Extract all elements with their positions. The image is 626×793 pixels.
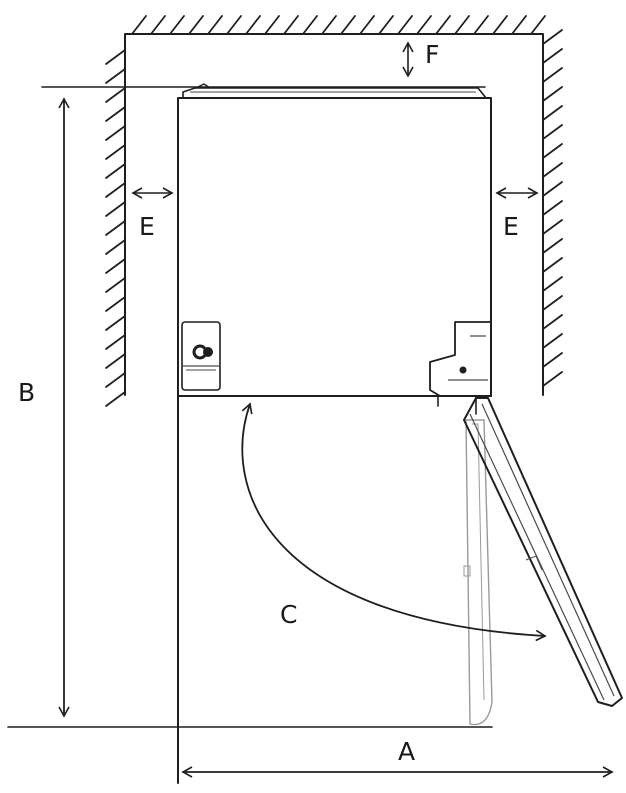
hatch-line bbox=[416, 15, 432, 35]
hatch-line bbox=[542, 238, 563, 254]
hatch-line bbox=[105, 220, 126, 236]
hatch-line bbox=[321, 15, 337, 35]
hatch-line bbox=[340, 15, 356, 35]
hatch-line bbox=[542, 124, 563, 140]
hatch-line bbox=[105, 49, 126, 65]
hatch-line bbox=[105, 201, 126, 217]
hatch-line bbox=[105, 296, 126, 312]
hatch-line bbox=[264, 15, 280, 35]
hatch-line bbox=[473, 15, 489, 35]
hatch-line bbox=[542, 162, 563, 178]
hatch-line bbox=[105, 334, 126, 350]
hatch-line bbox=[542, 314, 563, 330]
hatch-line bbox=[105, 106, 126, 122]
label-f: F bbox=[425, 40, 439, 69]
hatch-line bbox=[542, 143, 563, 159]
hatch-line bbox=[454, 15, 470, 35]
hatch-line bbox=[542, 257, 563, 273]
hatch-line bbox=[542, 48, 563, 64]
hatch-line bbox=[530, 15, 546, 35]
hatch-line bbox=[542, 371, 563, 387]
wall-hatching-top bbox=[131, 15, 546, 35]
hatch-line bbox=[105, 315, 126, 331]
label-c: C bbox=[280, 600, 297, 629]
hatch-line bbox=[542, 219, 563, 235]
hatch-line bbox=[542, 105, 563, 121]
hatch-line bbox=[511, 15, 527, 35]
label-b: B bbox=[18, 378, 35, 407]
label-a: A bbox=[398, 737, 415, 766]
wall-niche bbox=[105, 15, 563, 407]
hatch-line bbox=[542, 29, 563, 45]
hatch-line bbox=[105, 87, 126, 103]
hatch-line bbox=[207, 15, 223, 35]
hatch-line bbox=[105, 163, 126, 179]
hatch-line bbox=[105, 258, 126, 274]
hatch-line bbox=[542, 86, 563, 102]
hatch-line bbox=[105, 391, 126, 407]
wall-hatching-left bbox=[105, 49, 126, 407]
hatch-line bbox=[435, 15, 451, 35]
dimension-b bbox=[7, 86, 486, 728]
hatch-line bbox=[542, 276, 563, 292]
hatch-line bbox=[492, 15, 508, 35]
hatch-line bbox=[105, 353, 126, 369]
hatch-line bbox=[105, 68, 126, 84]
label-e-left: E bbox=[139, 212, 155, 241]
hatch-line bbox=[542, 181, 563, 197]
hatch-line bbox=[359, 15, 375, 35]
appliance bbox=[177, 83, 493, 784]
hatch-line bbox=[542, 352, 563, 368]
hatch-line bbox=[542, 200, 563, 216]
hatch-line bbox=[283, 15, 299, 35]
hatch-line bbox=[131, 15, 147, 35]
hatch-line bbox=[397, 15, 413, 35]
hatch-line bbox=[302, 15, 318, 35]
hatch-line bbox=[245, 15, 261, 35]
hatch-line bbox=[105, 182, 126, 198]
hatch-line bbox=[378, 15, 394, 35]
hatch-line bbox=[105, 277, 126, 293]
hatch-line bbox=[542, 333, 563, 349]
hatch-line bbox=[150, 15, 166, 35]
hatch-line bbox=[542, 295, 563, 311]
hatch-line bbox=[105, 144, 126, 160]
hatch-line bbox=[169, 15, 185, 35]
hatch-line bbox=[105, 372, 126, 388]
hatch-line bbox=[105, 125, 126, 141]
hatch-line bbox=[226, 15, 242, 35]
hatch-line bbox=[105, 239, 126, 255]
label-e-right: E bbox=[503, 212, 519, 241]
door-swing-c bbox=[241, 402, 547, 642]
wall-hatching-right bbox=[542, 29, 563, 387]
door-closed-outline bbox=[463, 419, 493, 726]
hatch-line bbox=[542, 67, 563, 83]
hatch-line bbox=[188, 15, 204, 35]
